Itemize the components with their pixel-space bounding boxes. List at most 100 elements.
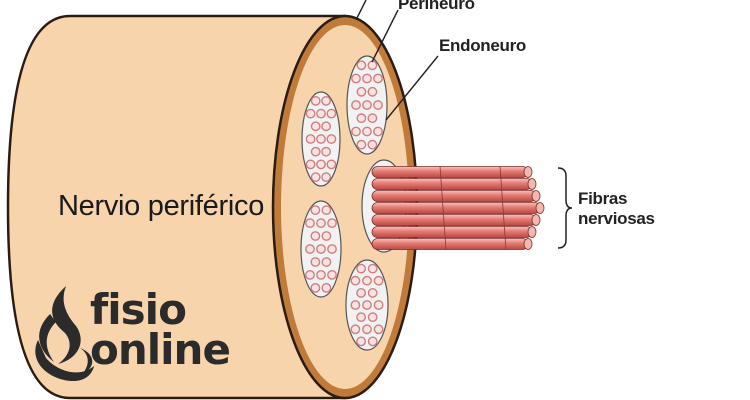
nerve-fiber (371, 226, 533, 238)
fiber-dot (310, 121, 321, 132)
fiber-dot (362, 300, 372, 310)
fiber-segment-mark (499, 165, 507, 251)
nerve-fiber (371, 166, 529, 178)
nerve-fiber (371, 214, 537, 226)
fiber-dot (356, 287, 366, 298)
fiber-dot (356, 336, 366, 347)
fiber-dot (367, 113, 378, 124)
fiber-dot (356, 113, 367, 124)
fiber-dot (316, 269, 326, 280)
logo-line1: fisio (90, 285, 187, 334)
fiber-dot (310, 172, 321, 183)
fiber-dot (373, 300, 384, 310)
logo-line2: online (90, 325, 231, 374)
fiber-dot (316, 134, 326, 144)
fiber-dot (316, 108, 326, 119)
fiber-dot (310, 257, 321, 267)
fiber-dot (305, 108, 316, 119)
fiber-dot (327, 218, 337, 229)
fiber-dot (367, 86, 378, 97)
fiber-dots (305, 60, 384, 347)
leader-line-epineuro (355, 0, 367, 21)
fiber-dot (321, 96, 331, 106)
fiber-dot (316, 244, 326, 254)
fiber-dot (373, 275, 384, 286)
fiber-dot (316, 159, 326, 170)
nerve-fiber-end (527, 226, 537, 238)
logo-wordmark: fisio online (90, 285, 231, 374)
leader-line-endoneuro (385, 55, 439, 121)
fiber-dot (327, 269, 337, 280)
nerve-fiber-end (527, 178, 537, 190)
endoneuro-label: Endoneuro (439, 36, 527, 55)
fiber-dot (310, 146, 321, 157)
leader-line-perineuro (371, 9, 399, 63)
fiber-dot (367, 287, 378, 298)
fiber-dot (326, 108, 337, 119)
fiber-dot (350, 275, 361, 286)
fiber-dot (310, 282, 321, 293)
nerve-fiber-end (535, 202, 545, 214)
nerve-label: Nervio periférico (58, 190, 265, 222)
nerve-cylinder-body (6, 14, 347, 400)
fiber-dot (373, 73, 383, 84)
fiber-dot (327, 244, 337, 254)
fiber-dot (326, 134, 337, 144)
nerve-fiber-end (523, 166, 533, 178)
fiber-dot (310, 205, 321, 216)
fiber-dot (367, 60, 378, 71)
fiber-dot (351, 73, 361, 84)
fiber-dot (362, 275, 372, 286)
fiber-dot (321, 205, 332, 216)
fiber-dot (305, 244, 315, 254)
fiber-dot (321, 282, 332, 293)
fiber-dot (351, 126, 361, 137)
fisio-online-logo-icon (35, 286, 94, 382)
fiber-dot (310, 96, 321, 106)
fiber-dot (362, 73, 372, 84)
fiber-dot (367, 263, 378, 274)
fiber-dot (305, 159, 316, 170)
fiber-dot (373, 324, 384, 335)
fiber-dot (356, 312, 366, 322)
fiber-segment-mark (439, 165, 447, 251)
fiber-dot (326, 159, 337, 170)
nerve-fiber-end (531, 214, 541, 226)
perineuro-label: Perineuro (398, 0, 475, 13)
fiber-dot (305, 218, 315, 229)
fiber-dot (316, 218, 326, 229)
fiber-dot (373, 126, 383, 137)
fiber-dot (362, 100, 372, 110)
fibers-label: Fibras nerviosas (578, 189, 655, 229)
fiber-dot (362, 126, 372, 137)
nerve-fiber-end (531, 190, 541, 202)
nerve-fiber (371, 238, 529, 250)
fiber-dot (356, 86, 367, 97)
fiber-dot (321, 146, 331, 157)
nerve-fibers (371, 165, 545, 251)
fiber-dot (356, 139, 367, 150)
fiber-dot (350, 300, 361, 310)
fiber-dot (367, 139, 378, 150)
fiber-dot (305, 134, 316, 144)
fiber-dot (367, 336, 378, 347)
fibers-bracket (557, 167, 573, 249)
fiber-dot (321, 121, 331, 132)
fiber-dot (356, 263, 366, 274)
fiber-dot (321, 257, 332, 267)
fiber-dot (356, 60, 367, 71)
nerve-fiber (371, 178, 533, 190)
fiber-dot (362, 324, 372, 335)
nerve-fiber (371, 202, 541, 214)
fiber-dot (310, 231, 321, 241)
fiber-dot (305, 269, 315, 280)
fiber-dot (351, 100, 361, 110)
nerve-fiber-end (523, 238, 533, 250)
fiber-dot (367, 312, 378, 322)
fiber-dot (321, 231, 332, 241)
fibers-label-line1: Fibras (578, 189, 628, 208)
fiber-dot (373, 100, 383, 110)
fibers-label-line2: nerviosas (578, 209, 655, 228)
